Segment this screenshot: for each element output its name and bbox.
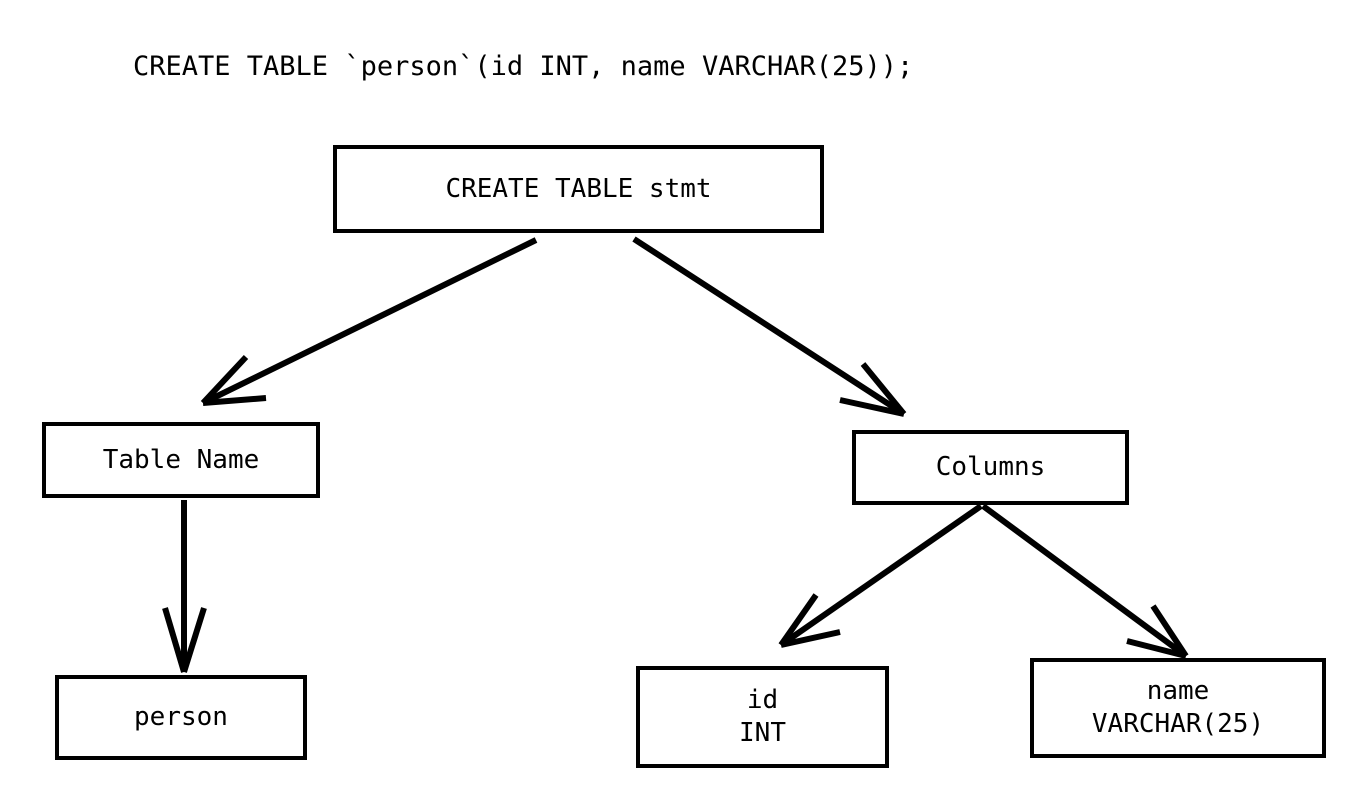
node-person[interactable]: person: [55, 675, 307, 760]
node-root-label-line-1: CREATE TABLE stmt: [445, 173, 712, 204]
edge-root-to-columns: [632, 236, 907, 417]
edge-columns-to-col-id: [778, 503, 983, 648]
edge-table-name-to-person: [162, 500, 207, 673]
sql-statement-caption: CREATE TABLE `person`(id INT, name VARCH…: [133, 51, 914, 82]
node-column-name-name: name: [1146, 676, 1210, 706]
edge-columns-to-col-name: [981, 503, 1189, 659]
node-column-id[interactable]: id INT: [636, 666, 889, 768]
node-columns[interactable]: Columns: [852, 430, 1129, 505]
node-column-name[interactable]: name VARCHAR(25): [1030, 658, 1326, 758]
node-person-label-line-1: person: [134, 702, 228, 732]
edge-root-to-table-name: [200, 237, 538, 406]
node-table-name[interactable]: Table Name: [42, 422, 320, 498]
node-create-table-stmt[interactable]: CREATE TABLE stmt: [333, 145, 824, 233]
node-table-name-label-line-1: Table Name: [102, 444, 260, 475]
node-column-id-type: INT: [739, 718, 786, 748]
node-columns-label-line-1: Columns: [935, 452, 1046, 482]
node-column-name-type: VARCHAR(25): [1091, 709, 1265, 739]
node-column-id-name: id: [746, 685, 779, 715]
